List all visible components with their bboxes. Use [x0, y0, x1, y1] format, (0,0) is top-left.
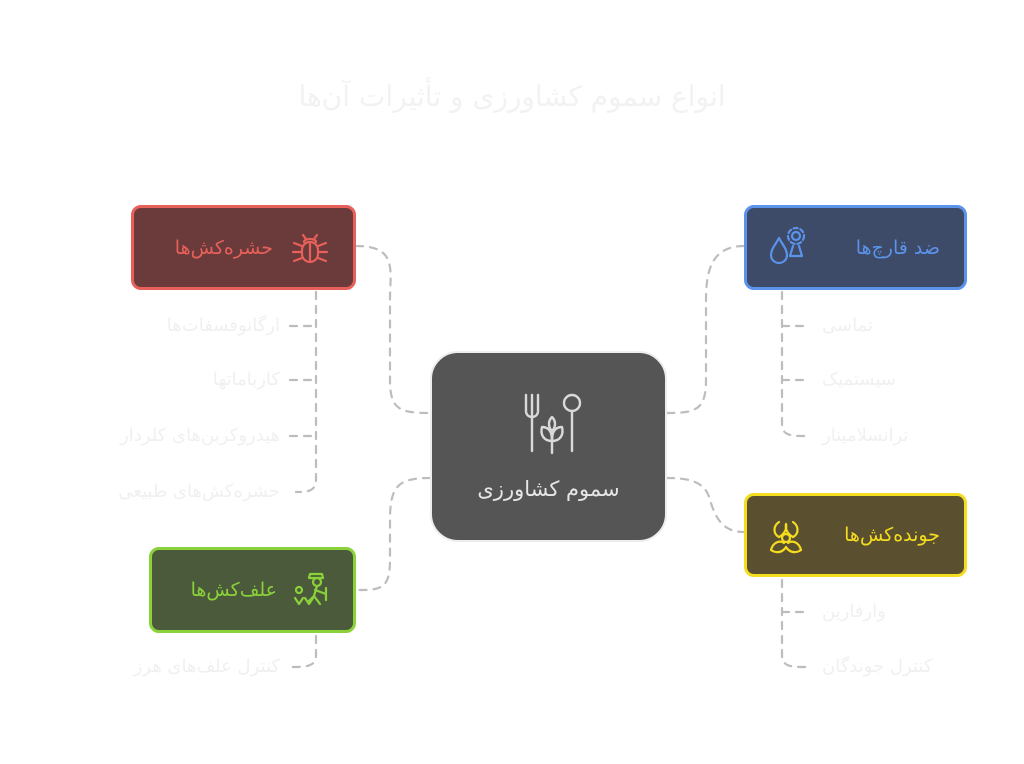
leaf-item: ارگانوفسفات‌ها: [166, 315, 280, 336]
leaf-item: تماسی: [822, 315, 873, 336]
leaf-item: کارباماتها: [212, 369, 280, 390]
leaf-item: هیدروکربن‌های کلردار: [120, 425, 280, 446]
connector-insecticides: [354, 244, 432, 415]
category-label: حشره‌کش‌ها: [174, 236, 273, 259]
diagram-title: انواع سموم کشاورزی و تأثیرات آن‌ها: [298, 80, 726, 113]
leaf-item: کنترل علف‌های هرز: [133, 656, 280, 677]
trunk-rodenticides: [780, 578, 808, 669]
category-label: علف‌کش‌ها: [190, 579, 277, 601]
trunk-herbicides: [288, 634, 318, 669]
connector-fungicides: [665, 244, 746, 415]
category-insecticides[interactable]: حشره‌کش‌ها: [131, 205, 356, 290]
trunk-insecticides: [294, 290, 318, 494]
leaf-item: وارفارین: [822, 601, 886, 622]
leaf-item: حشره‌کش‌های طبیعی: [118, 481, 280, 502]
category-herbicides[interactable]: علف‌کش‌ها: [149, 547, 356, 633]
trunk-fungicides: [780, 290, 808, 438]
agriculture-icon: [524, 393, 582, 455]
category-fungicides[interactable]: ضد قارچ‌ها: [744, 205, 967, 290]
center-label: سموم کشاورزی: [477, 477, 620, 501]
category-rodenticides[interactable]: جونده‌کش‌ها: [744, 493, 967, 577]
category-label: جونده‌کش‌ها: [844, 524, 940, 546]
fungus-drop-icon: [769, 226, 806, 265]
category-label: ضد قارچ‌ها: [855, 236, 940, 259]
gardener-icon: [293, 572, 328, 606]
center-node[interactable]: سموم کشاورزی: [430, 351, 667, 542]
connector-herbicides: [354, 476, 432, 592]
biohazard-icon: [769, 520, 803, 554]
leaf-item: کنترل جوندگان: [822, 656, 933, 677]
connector-rodenticides: [665, 476, 746, 534]
leaf-item: سیستمیک: [822, 369, 896, 390]
bug-icon: [291, 233, 329, 264]
leaf-item: ترانسلامینار: [822, 425, 909, 446]
